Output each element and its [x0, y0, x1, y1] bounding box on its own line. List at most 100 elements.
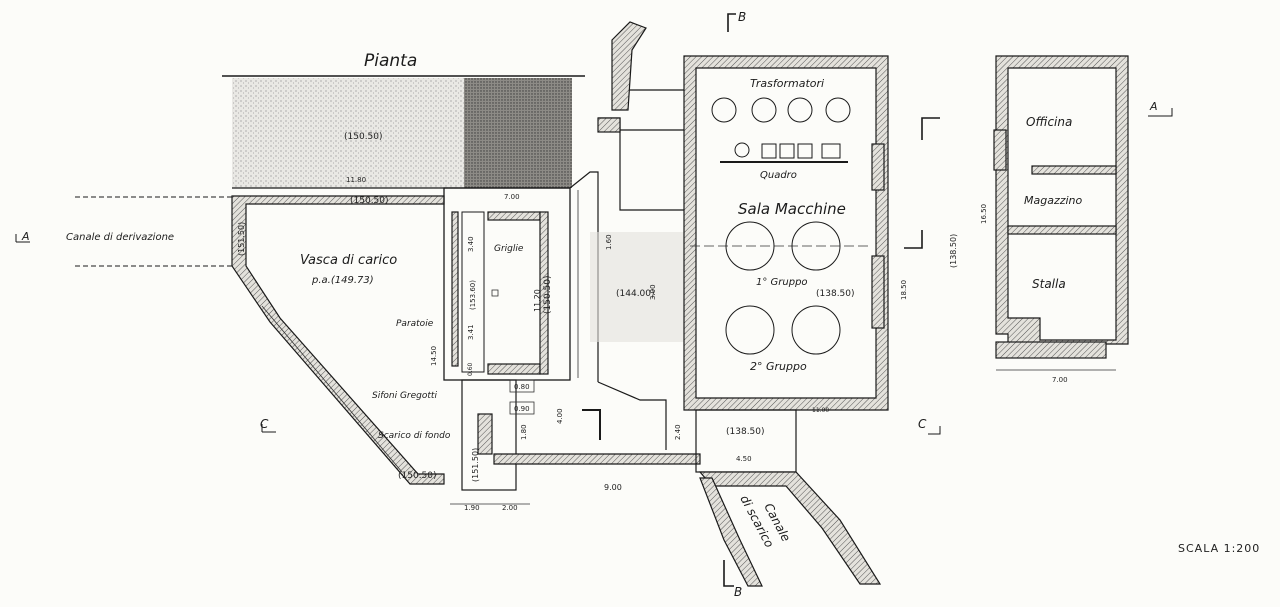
turbine-group-2b: [791, 305, 841, 355]
switchboard-group: [720, 142, 848, 163]
dim-060: 0.60: [467, 362, 474, 376]
dim-190: 1.90: [464, 504, 480, 512]
transformer-circle: [787, 97, 813, 123]
sala-macchine-label: Sala Macchine: [738, 200, 846, 218]
grid-right-wall: [539, 211, 549, 375]
dim-341: 3.41: [467, 324, 475, 340]
scarico-gate: [477, 413, 493, 455]
turbine-group-2a: [725, 305, 775, 355]
dim-1120: 11.20: [533, 289, 542, 312]
discharge-canal-wall-left: [699, 477, 763, 587]
turbine-group-1a: [725, 221, 775, 271]
dim-700b: 7.00: [1052, 376, 1068, 384]
annex-step: [597, 117, 621, 133]
stalla-label: Stalla: [1032, 277, 1066, 291]
dim-700a: 7.00: [504, 193, 520, 201]
section-b-top: B: [738, 10, 746, 24]
switchboard-panel: [779, 143, 795, 159]
switchboard-panel: [797, 143, 813, 159]
basin-label: Vasca di carico: [300, 253, 397, 268]
section-a-right: A: [1149, 100, 1158, 113]
dim-200: 2.00: [502, 504, 518, 512]
section-c-right: C: [918, 417, 927, 431]
switchboard-panel: [761, 143, 777, 159]
switchboard-panel: [821, 143, 841, 159]
dim-090: 0.90: [514, 405, 530, 413]
upstream-stairs: [611, 21, 647, 111]
dim-450: 4.50: [736, 455, 752, 463]
section-c-left-marker: [261, 424, 276, 433]
service-partition-2: [1007, 225, 1117, 235]
officina-label: Officina: [1026, 115, 1072, 129]
dim-1850: 18.50: [900, 280, 908, 300]
dim-1180: 11.80: [346, 176, 366, 184]
grid-chamber: [461, 211, 485, 373]
grid-bottom-wall: [487, 363, 541, 375]
quote-15050-d: (150.50): [543, 275, 553, 314]
grid-top-wall: [487, 211, 541, 221]
section-marker-inner: [582, 409, 601, 440]
quote-13850-c: (138.50): [726, 427, 765, 437]
upstream-basin-fill: [232, 78, 464, 188]
quote-15050-a: (150.50): [344, 132, 383, 142]
scarico-fondo-label: Scarico di fondo: [378, 431, 451, 441]
dim-240: 2.40: [674, 424, 682, 440]
switchboard-unit: [734, 142, 750, 158]
dim-1450: 14.50: [430, 346, 438, 366]
section-c-mid-marker: [904, 230, 923, 249]
powerhouse-door-2: [871, 255, 885, 329]
turbine-group-1b: [791, 221, 841, 271]
gruppo1-label: 1° Gruppo: [756, 277, 808, 288]
siphon-chamber: [461, 379, 517, 491]
sifoni-label: Sifoni Gregotti: [372, 391, 437, 401]
grid-post: [491, 289, 499, 297]
service-step: [995, 341, 1107, 359]
section-a-far-marker: [1148, 108, 1173, 117]
siphon-box-1: [509, 379, 535, 393]
paratoie-label: Paratoie: [396, 319, 434, 329]
dim-1100: 11.00: [812, 407, 829, 414]
quote-15150-a: (151.50): [237, 222, 246, 256]
basin-water-level: p.a.(149.73): [311, 275, 374, 286]
quadro-label: Quadro: [760, 170, 797, 181]
powerhouse-walls: [683, 55, 889, 411]
transformers-group: [711, 97, 851, 123]
section-b-bottom: B: [734, 585, 742, 599]
quote-14400: (144.00): [616, 289, 655, 299]
quote-13850-b: (138.50): [949, 234, 958, 268]
trasformatori-label: Trasformatori: [750, 77, 824, 90]
dim-180: 1.80: [520, 424, 528, 440]
dim-340a: 3.40: [467, 236, 475, 252]
powerhouse-door-1: [871, 143, 885, 191]
dim-400: 4.00: [556, 408, 564, 424]
siphon-box-2: [509, 401, 535, 415]
transformer-circle: [751, 97, 777, 123]
dim-080: 0.80: [514, 383, 530, 391]
dim-1650: 16.50: [980, 204, 988, 224]
gate-wall: [451, 211, 459, 367]
quote-15050-c: (150.50): [398, 471, 437, 481]
discharge-canal-wall-right: [698, 471, 882, 585]
griglie-label: Griglie: [494, 244, 524, 254]
scale-label: SCALA 1:200: [1178, 542, 1260, 555]
quote-13850-a: (138.50): [816, 289, 855, 299]
upstream-slope-fill: [464, 78, 572, 188]
gruppo2-label: 2° Gruppo: [750, 360, 807, 373]
quote-15360: (153.60): [469, 280, 477, 310]
penstock-fill: [590, 232, 684, 342]
section-c-left: C: [260, 417, 269, 431]
powerhouse-annex: [598, 89, 684, 211]
discharge-tunnel-wall: [493, 453, 701, 465]
section-c-right-marker: [928, 426, 941, 435]
basin-inner-wall-line: [261, 305, 403, 473]
dim-160: 1.60: [605, 234, 613, 250]
section-a-right-marker: [921, 117, 940, 140]
tailrace-channel: [597, 381, 667, 450]
transformer-circle: [711, 97, 737, 123]
service-partition-1: [1031, 165, 1117, 175]
magazzino-label: Magazzino: [1024, 194, 1083, 207]
derivation-canal-label: Canale di derivazione: [66, 232, 174, 243]
section-a-left: A: [21, 230, 30, 243]
